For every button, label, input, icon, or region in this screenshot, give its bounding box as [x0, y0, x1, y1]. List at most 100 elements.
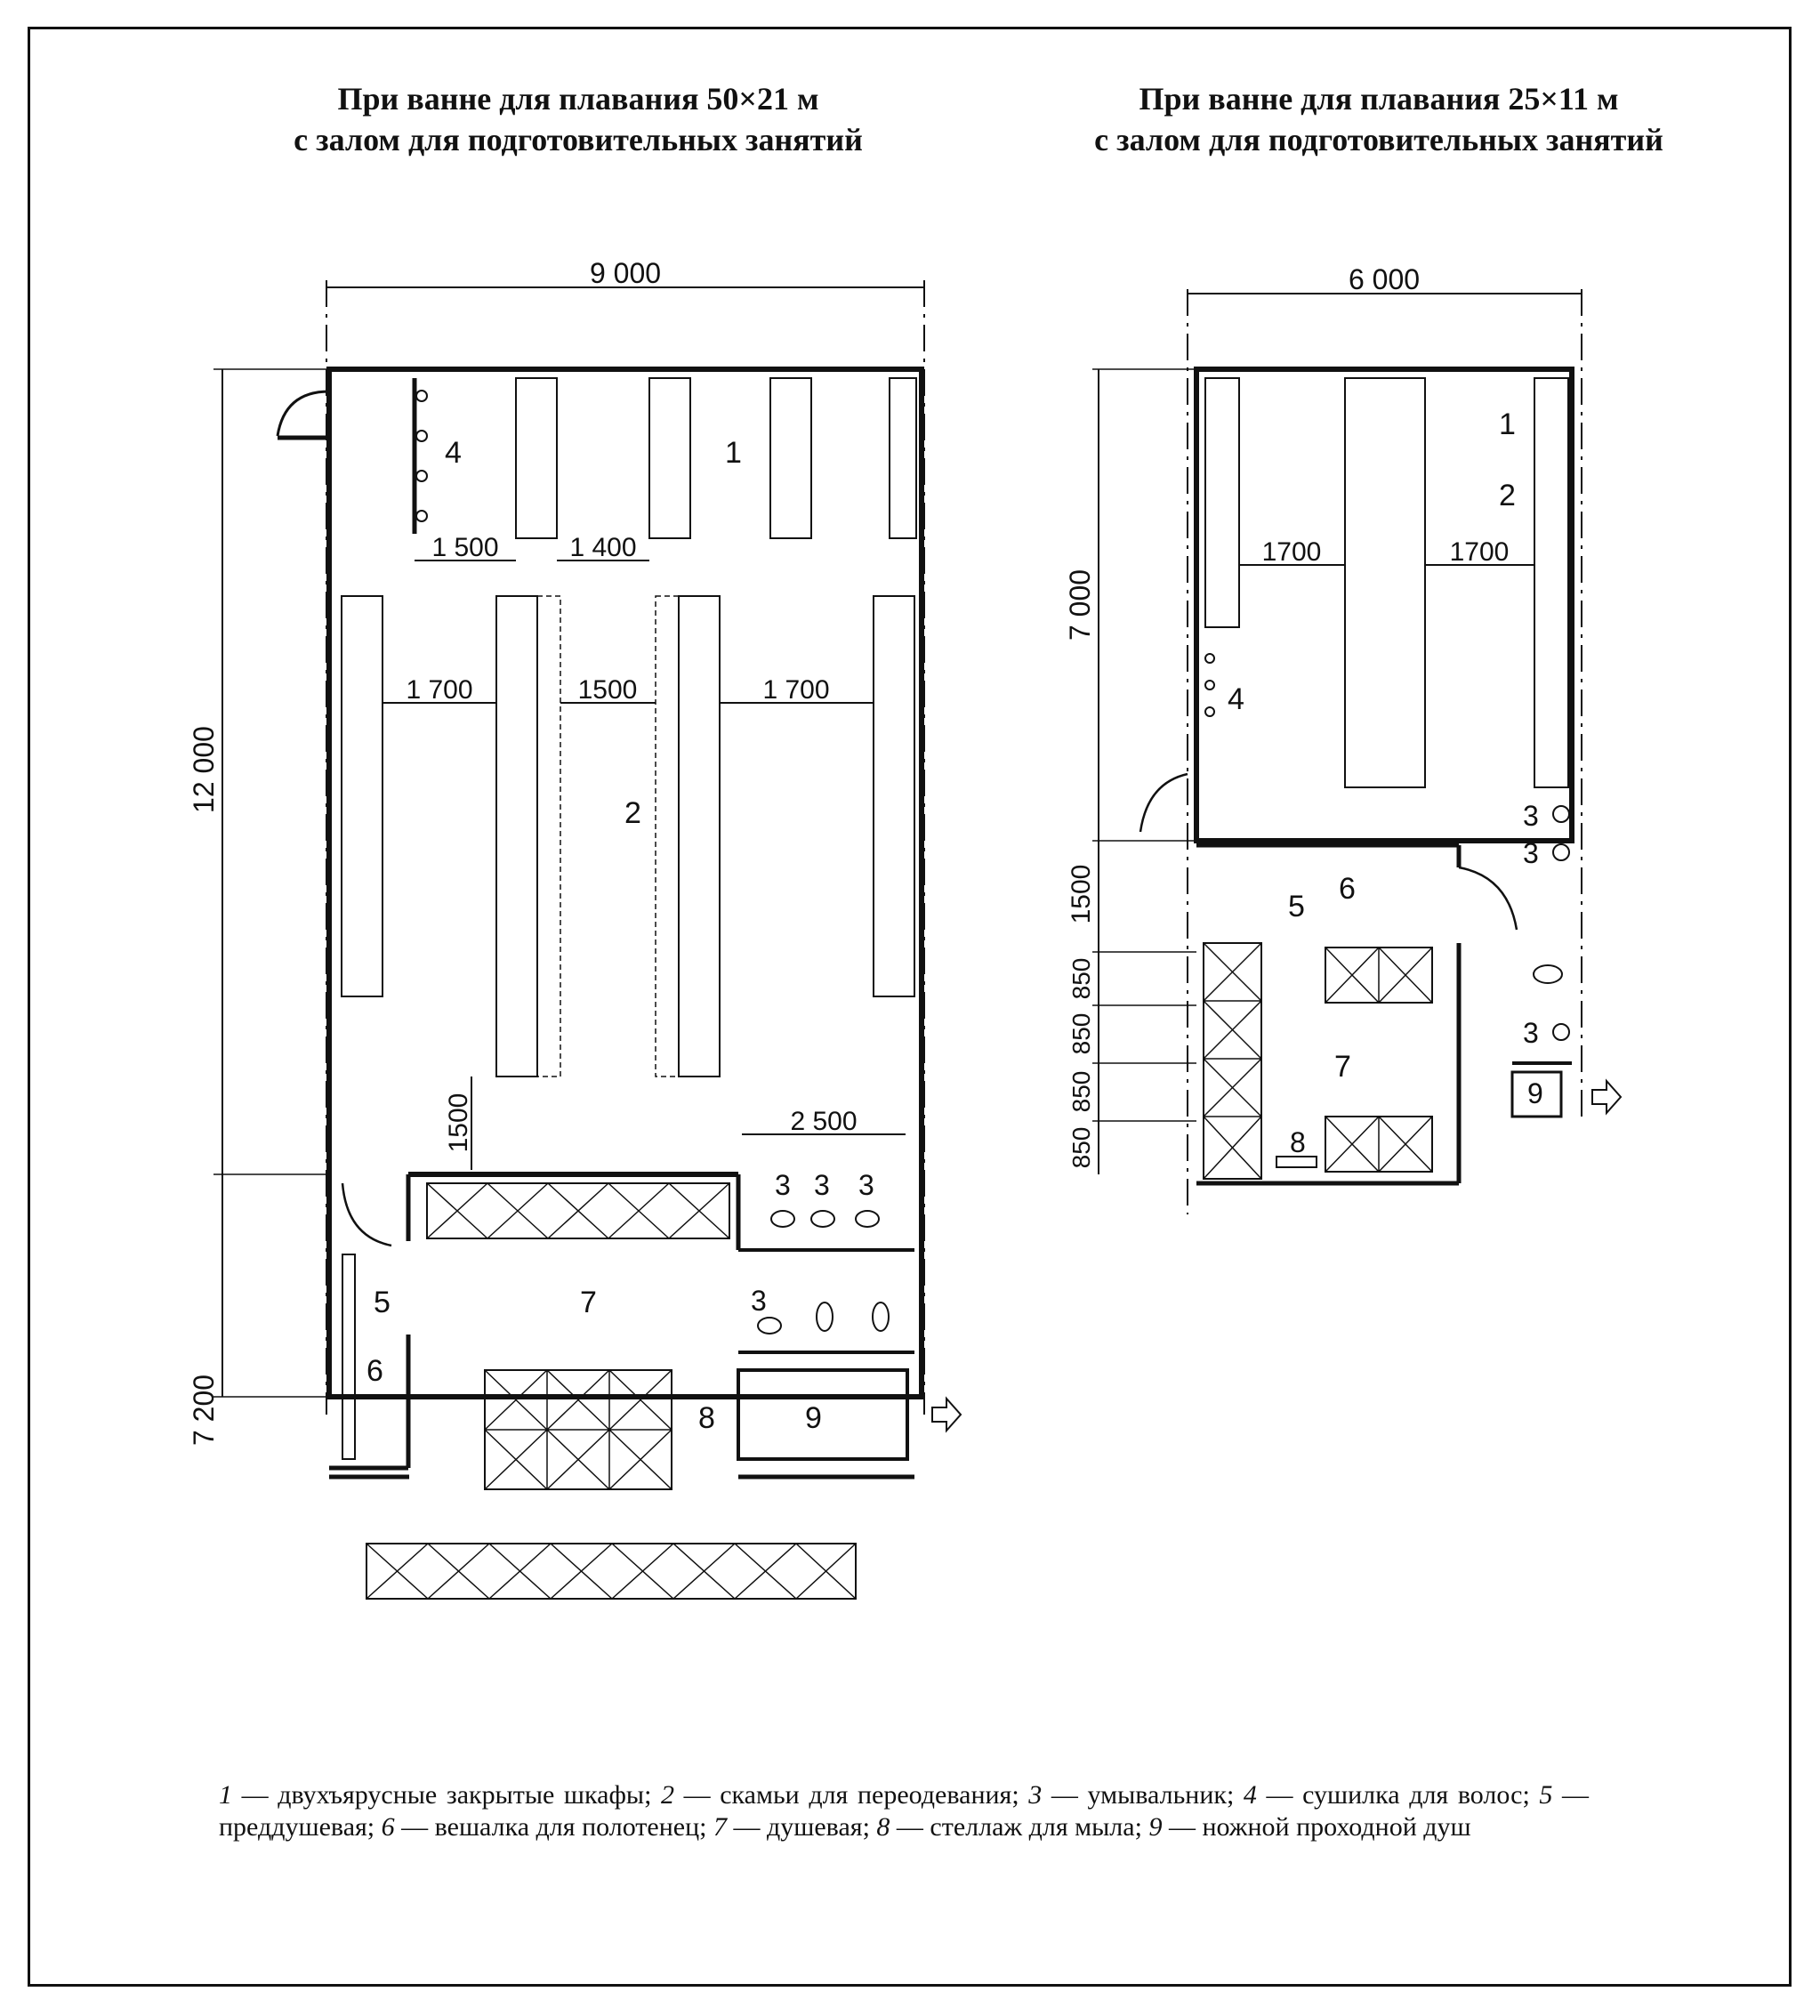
legend-text-5: — преддушевая; — [219, 1780, 1589, 1842]
legend-num-3: 3 — [1028, 1780, 1043, 1810]
right-title-line-2: с залом для подготовительных занятий — [1094, 122, 1663, 157]
right-outer-wall — [1194, 367, 1574, 843]
legend-text-8: — стеллаж для мыла; — [890, 1812, 1149, 1842]
left-exit-arrow-icon — [931, 1396, 962, 1433]
left-dim-1700a: 1 700 — [406, 675, 472, 705]
right-label-8: 8 — [1290, 1126, 1306, 1158]
left-label-3d: 3 — [751, 1285, 767, 1317]
left-dim-1500c: 1500 — [444, 1093, 473, 1153]
legend-text-9: — ножной проходной душ — [1162, 1812, 1471, 1842]
right-dim-850-3: 850 — [1067, 1071, 1095, 1113]
right-label-7: 7 — [1334, 1050, 1351, 1084]
right-dim-850-2: 850 — [1067, 1013, 1095, 1055]
left-lockers-middle — [341, 595, 915, 1077]
left-label-4: 4 — [445, 436, 462, 470]
legend-num-7: 7 — [713, 1812, 727, 1842]
right-label-9: 9 — [1527, 1077, 1543, 1109]
right-label-3b: 3 — [1523, 837, 1539, 869]
left-label-8: 8 — [698, 1401, 715, 1435]
left-outer-wall — [326, 367, 924, 1399]
left-dim-2500: 2 500 — [790, 1107, 857, 1136]
legend-text-4: — сушилка для волос; — [1256, 1780, 1540, 1810]
left-title-line-1: При ванне для плавания 50×21 м — [337, 81, 819, 117]
legend-num-8: 8 — [876, 1812, 890, 1842]
figure-frame — [28, 27, 1792, 1987]
left-label-6: 6 — [366, 1354, 383, 1388]
legend-text-7: — душевая; — [727, 1812, 877, 1842]
left-dim-1500a: 1 500 — [431, 533, 498, 562]
right-label-4: 4 — [1228, 682, 1244, 716]
right-dim-1700b: 1700 — [1450, 537, 1510, 567]
left-label-7: 7 — [580, 1286, 597, 1319]
washbasins-upper — [770, 1210, 880, 1228]
right-hair-dryer-icon — [1204, 706, 1215, 717]
left-height-dim-bottom: 7 200 — [188, 1375, 220, 1446]
right-label-1: 1 — [1499, 407, 1516, 441]
right-dim-1700a: 1700 — [1262, 537, 1322, 567]
soap-shelf — [484, 1369, 672, 1490]
hair-dryer-icon — [415, 510, 428, 522]
left-label-1: 1 — [725, 436, 742, 470]
left-title-line-2: с залом для подготовительных занятий — [294, 122, 863, 157]
left-foot-shower — [737, 1368, 909, 1461]
left-width-dim: 9 000 — [590, 257, 661, 289]
right-entry-door-arc — [1139, 772, 1188, 833]
left-bottom-cabins — [366, 1543, 857, 1600]
legend-num-1: 1 — [219, 1780, 232, 1810]
left-plan-title: При ванне для плавания 50×21 м с залом д… — [178, 78, 978, 160]
right-shower-door-arc — [1458, 866, 1518, 931]
left-lockers-top — [515, 377, 917, 539]
left-benches — [536, 595, 680, 1077]
left-label-5: 5 — [374, 1286, 391, 1319]
left-label-3a: 3 — [775, 1169, 791, 1201]
left-height-dim-top: 12 000 — [188, 726, 220, 813]
washbasins-lower — [757, 1302, 890, 1335]
right-floor-plan: 6 000 7 000 1500 850 850 850 850 1700 17… — [1064, 263, 1623, 1214]
right-exit-arrow-icon — [1591, 1078, 1623, 1116]
right-shower-cabins — [1203, 942, 1433, 1180]
right-title-line-1: При ванне для плавания 25×11 м — [1139, 81, 1619, 117]
right-width-dim: 6 000 — [1349, 263, 1420, 295]
right-height-dim-top: 7 000 — [1064, 569, 1096, 641]
right-shower-walls — [1196, 843, 1572, 1186]
left-label-3b: 3 — [814, 1169, 830, 1201]
right-lockers — [1204, 377, 1569, 788]
left-shower-walls — [329, 1172, 914, 1480]
left-entry-door-arc — [276, 390, 330, 437]
legend-num-2: 2 — [661, 1780, 675, 1810]
left-shower-door-arc — [341, 1182, 392, 1247]
right-hair-dryer-icon — [1204, 680, 1215, 690]
left-label-2: 2 — [624, 796, 641, 830]
left-towel-rack — [342, 1254, 356, 1460]
right-label-5: 5 — [1288, 890, 1305, 923]
legend-text-2: — скамьи для переодевания; — [674, 1780, 1029, 1810]
right-dim-850-1: 850 — [1067, 958, 1095, 1000]
legend: 1 — двухъярусные закрытые шкафы; 2 — ска… — [219, 1779, 1589, 1843]
legend-num-5: 5 — [1539, 1780, 1553, 1810]
right-plan-title: При ванне для плавания 25×11 м с залом д… — [978, 78, 1779, 160]
legend-num-6: 6 — [381, 1812, 395, 1842]
left-label-3c: 3 — [858, 1169, 874, 1201]
hair-dryer-icon — [415, 430, 428, 442]
legend-text-1: — двухъярусные закрытые шкафы; — [232, 1780, 662, 1810]
left-dim-1500b: 1500 — [578, 675, 638, 705]
right-foot-shower — [1510, 1070, 1563, 1118]
legend-text-6: — вешалка для полотенец; — [394, 1812, 713, 1842]
legend-num-4: 4 — [1243, 1780, 1257, 1810]
left-dim-1400: 1 400 — [569, 533, 636, 562]
left-floor-plan: 9 000 12 000 7 200 1 500 1 400 — [188, 257, 962, 1600]
right-label-3c: 3 — [1523, 1017, 1539, 1049]
left-dim-1700b: 1 700 — [762, 675, 829, 705]
right-soap-shelf — [1276, 1156, 1317, 1168]
hair-dryer-icon — [415, 470, 428, 482]
hair-dryer-icon — [415, 390, 428, 402]
legend-num-9: 9 — [1148, 1812, 1163, 1842]
right-washbasins — [1533, 805, 1570, 1041]
right-dim-850-4: 850 — [1067, 1127, 1095, 1169]
legend-text-3: — умывальник; — [1042, 1780, 1244, 1810]
right-label-3a: 3 — [1523, 800, 1539, 832]
right-hair-dryer-icon — [1204, 653, 1215, 664]
right-label-2: 2 — [1499, 479, 1516, 512]
left-label-9: 9 — [805, 1401, 822, 1435]
